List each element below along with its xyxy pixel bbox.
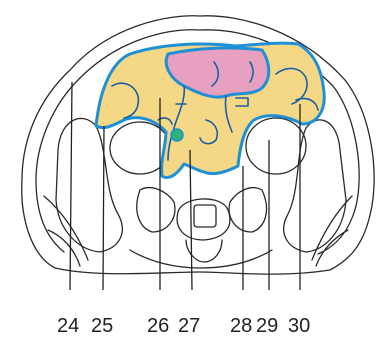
- label-24: 24: [57, 315, 79, 337]
- spinal-canal: [194, 205, 216, 227]
- psoas-right: [229, 188, 266, 232]
- leader-24: [70, 82, 72, 290]
- psoas-left: [137, 188, 175, 232]
- label-28: 28: [230, 315, 252, 337]
- vessel-marker: [171, 129, 183, 141]
- muscle-lines-right: [312, 196, 352, 266]
- back-muscle: [130, 250, 272, 268]
- label-26: 26: [147, 315, 169, 337]
- iliac-bone-right: [284, 120, 346, 252]
- label-30: 30: [288, 315, 310, 337]
- label-27: 27: [178, 315, 200, 337]
- label-29: 29: [256, 315, 278, 337]
- colon-right: [246, 118, 306, 174]
- leader-27: [190, 150, 192, 290]
- label-25: 25: [91, 315, 113, 337]
